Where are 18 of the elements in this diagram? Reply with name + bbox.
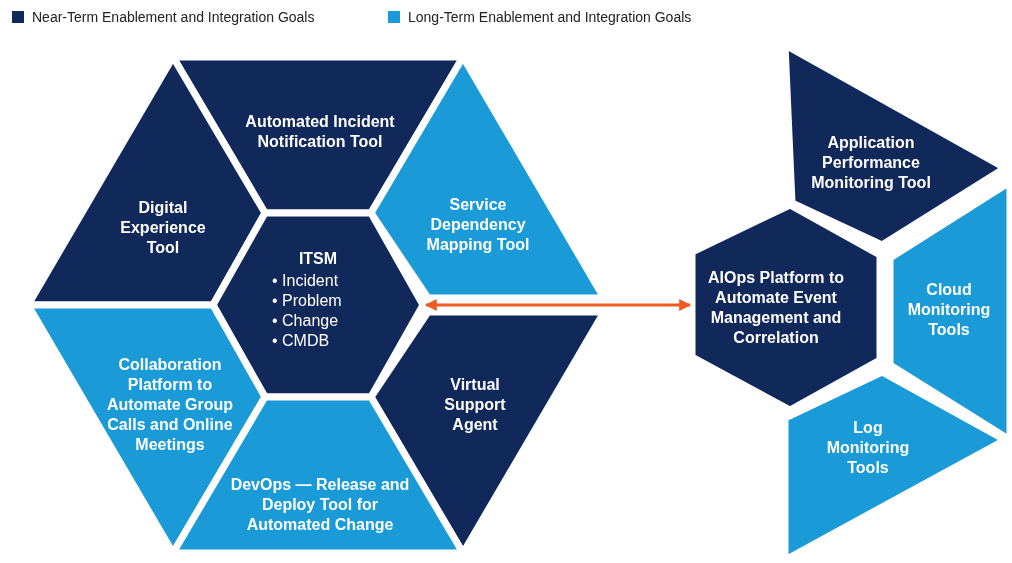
- bullet-item: • Change: [272, 311, 340, 331]
- segment-heading: ITSM: [297, 249, 339, 269]
- segment-label: AIOps Platform to Automate Event Management and Correlation: [707, 268, 845, 348]
- segment-label: DevOps — Release and Deploy Tool for Automated Change: [229, 475, 411, 535]
- bullet-item: • CMDB: [272, 331, 331, 351]
- double-arrow: [424, 299, 692, 311]
- segment-label: Application Performance Monitoring Tool: [810, 133, 932, 193]
- segment-label: Automated Incident Notification Tool: [244, 112, 396, 152]
- legend-label: Near-Term Enablement and Integration Goals: [32, 9, 315, 25]
- segment-label: Virtual Support Agent: [443, 375, 507, 435]
- segment-label: Log Monitoring Tools: [825, 418, 911, 478]
- bullet-item: • Incident: [272, 271, 340, 291]
- segment-label: Collaboration Platform to Automate Group Calls and Online Meetings: [105, 355, 235, 455]
- segment-label: Digital Experience Tool: [119, 198, 207, 258]
- legend-label: Long-Term Enablement and Integration Goals: [408, 9, 692, 25]
- segment-label: Cloud Monitoring Tools: [906, 280, 992, 340]
- segment-label: Service Dependency Mapping Tool: [425, 195, 531, 255]
- bullet-item: • Problem: [272, 291, 343, 311]
